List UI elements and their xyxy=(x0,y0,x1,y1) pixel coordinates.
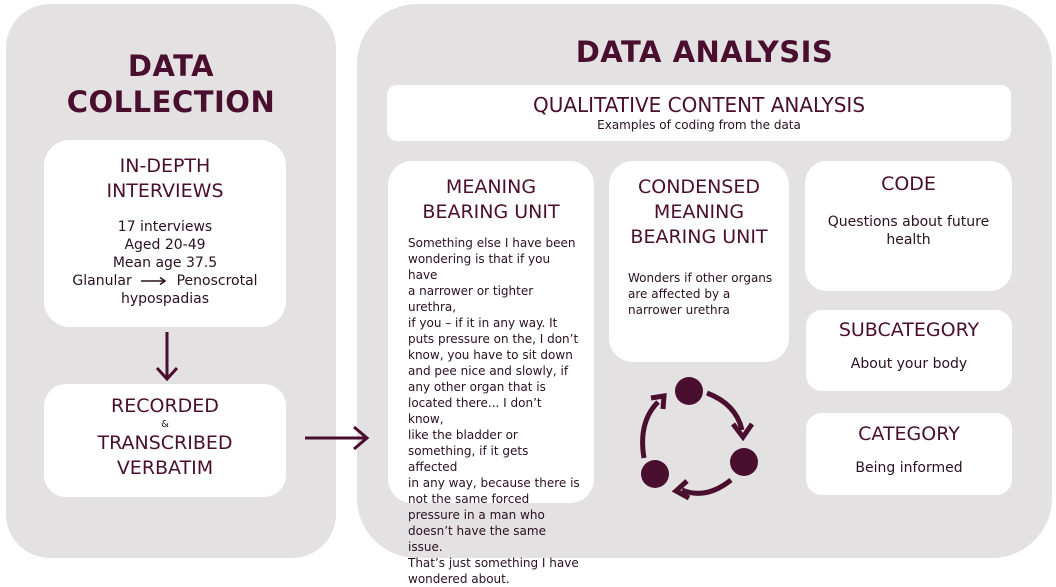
quote-line: doesn’t have the same issue. xyxy=(408,524,546,554)
code-text-line-2: health xyxy=(886,232,931,248)
range-suffix: hypospadias xyxy=(120,291,210,307)
quote-line: in any way, because there is xyxy=(408,476,580,490)
down-arrow-icon xyxy=(155,332,179,382)
cmbu-title-line-1: CONDENSED xyxy=(638,176,760,198)
mbu-title-line-1: MEANING xyxy=(445,176,537,198)
subcategory-text: About your body xyxy=(850,356,968,372)
subcategory-card: SUBCATEGORY About your body xyxy=(806,310,1012,391)
condensed-line: Wonders if other organs xyxy=(628,271,773,285)
quote-line: wondering is that if you have xyxy=(408,252,551,282)
quote-line: Something else I have been xyxy=(408,236,576,250)
qca-subtitle: Examples of coding from the data xyxy=(597,118,801,132)
right-arrow-icon xyxy=(305,425,370,451)
range-to: Penoscrotal xyxy=(176,273,258,289)
recorded-transcribed-card: RECORDED & TRANSCRIBED VERBATIM xyxy=(44,384,286,497)
long-arrow-right-icon xyxy=(141,276,167,286)
condensed-line: are affected by a xyxy=(628,287,731,301)
category-text: Being informed xyxy=(855,460,963,476)
interviews-title-line-2: INTERVIEWS xyxy=(106,180,224,202)
quote-line: located there... I don’t know, xyxy=(408,396,542,426)
condensed-unit-text: Wonders if other organs are affected by … xyxy=(609,250,789,318)
data-collection-title: DATA COLLECTION xyxy=(6,48,336,120)
quote-line: puts pressure on the, I don’t xyxy=(408,332,579,346)
data-collection-title-line-1: DATA xyxy=(127,49,215,83)
qca-title: QUALITATIVE CONTENT ANALYSIS xyxy=(532,93,866,117)
quote-line: like the bladder or xyxy=(408,428,518,442)
data-analysis-title: DATA ANALYSIS xyxy=(575,35,834,69)
interviews-age-range: Aged 20-49 xyxy=(124,237,206,253)
cmbu-title-line-2: MEANING xyxy=(653,201,745,223)
meaning-bearing-unit-quote: Something else I have been wondering is … xyxy=(388,225,594,587)
condensed-unit-title: CONDENSED MEANING BEARING UNIT xyxy=(609,175,789,250)
interviews-count: 17 interviews xyxy=(117,219,213,235)
quote-line: a narrower or tighter urethra, xyxy=(408,284,534,314)
condensed-meaning-bearing-unit-card: CONDENSED MEANING BEARING UNIT Wonders i… xyxy=(609,161,789,362)
interviews-mean-age: Mean age 37.5 xyxy=(112,255,218,271)
quote-line: if you – if it in any way. It xyxy=(408,316,558,330)
ampersand-label: & xyxy=(161,419,169,430)
verbatim-label: VERBATIM xyxy=(116,457,214,479)
cycle-icon xyxy=(640,377,758,501)
subcategory-title: SUBCATEGORY xyxy=(838,319,980,341)
condensed-line: narrower urethra xyxy=(628,303,730,317)
code-text-line-1: Questions about future xyxy=(827,214,990,230)
qualitative-content-analysis-bar: QUALITATIVE CONTENT ANALYSIS Examples of… xyxy=(387,85,1011,141)
code-card: CODE Questions about future health xyxy=(805,161,1012,291)
hypospadias-range: Glanular Penoscrotal xyxy=(44,272,286,290)
interviews-title-line-1: IN-DEPTH xyxy=(119,155,211,177)
in-depth-interviews-title: IN-DEPTH INTERVIEWS xyxy=(44,154,286,204)
interviews-details: 17 interviews Aged 20-49 Mean age 37.5 G… xyxy=(44,218,286,308)
code-text: Questions about future health xyxy=(805,213,1012,249)
category-title: CATEGORY xyxy=(858,423,960,445)
quote-line: any other organ that is xyxy=(408,380,546,394)
quote-line: wondered about. xyxy=(408,572,510,586)
quote-line: That’s just something I have xyxy=(408,556,579,570)
quote-line: and pee nice and slowly, if xyxy=(408,364,569,378)
range-from: Glanular xyxy=(72,273,132,289)
code-title: CODE xyxy=(881,173,936,195)
quote-line: not the same forced xyxy=(408,492,530,506)
mbu-title-line-2: BEARING UNIT xyxy=(422,201,560,223)
transcribed-label: TRANSCRIBED xyxy=(97,432,233,454)
data-collection-title-line-2: COLLECTION xyxy=(66,85,276,119)
meaning-bearing-unit-title: MEANING BEARING UNIT xyxy=(388,175,594,225)
quote-line: know, you have to sit down xyxy=(408,348,573,362)
recorded-label: RECORDED xyxy=(111,395,219,417)
quote-line: something, if it gets affected xyxy=(408,444,529,474)
cmbu-title-line-3: BEARING UNIT xyxy=(630,226,768,248)
meaning-bearing-unit-card: MEANING BEARING UNIT Something else I ha… xyxy=(388,161,594,586)
in-depth-interviews-card: IN-DEPTH INTERVIEWS 17 interviews Aged 2… xyxy=(44,140,286,327)
category-card: CATEGORY Being informed xyxy=(806,413,1012,495)
quote-line: pressure in a man who xyxy=(408,508,545,522)
